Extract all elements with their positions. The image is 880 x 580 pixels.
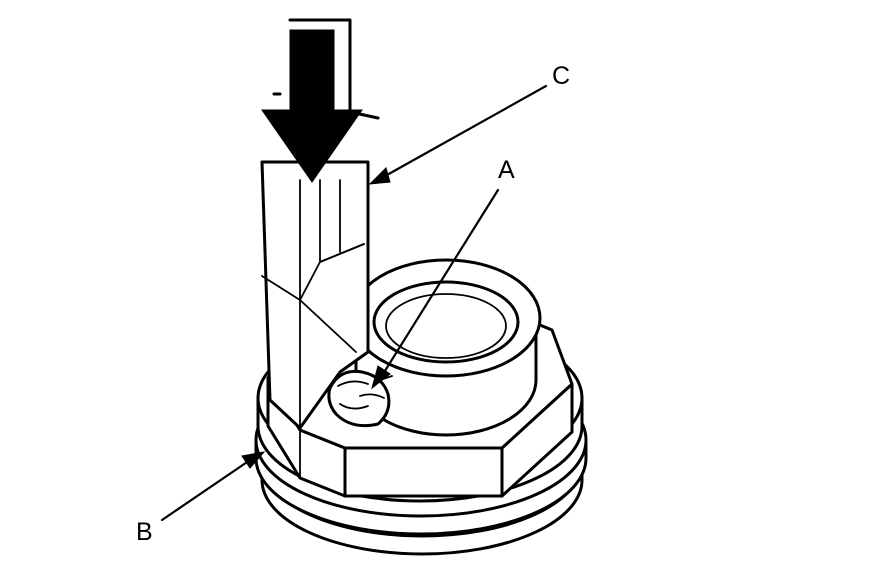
force-arrow [261, 18, 380, 183]
callout-b: B [136, 451, 266, 546]
label-c: C [552, 62, 570, 90]
label-b: B [136, 518, 153, 546]
callout-a: A [371, 156, 515, 390]
callout-c: C [368, 62, 570, 185]
punch-tool [260, 160, 370, 430]
label-a: A [498, 156, 515, 184]
